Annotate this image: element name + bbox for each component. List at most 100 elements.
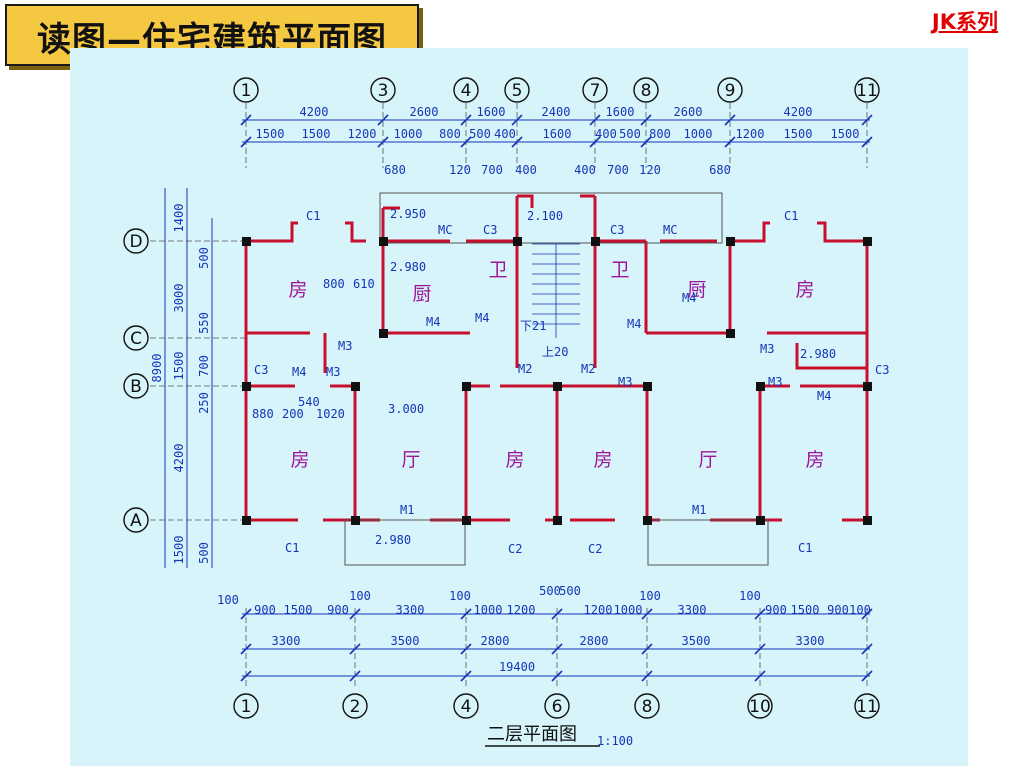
dim-text: 1500 xyxy=(172,536,186,565)
axis-label: 8 xyxy=(641,81,652,101)
dim-text: 800 xyxy=(323,277,345,291)
axis-bubble xyxy=(123,507,149,533)
dim-text: 500 xyxy=(469,127,491,141)
dim-tick xyxy=(861,608,873,620)
axis-bubble xyxy=(633,77,659,103)
elevation-mark: 2.100 xyxy=(527,209,563,223)
dim-text: 2400 xyxy=(542,105,571,119)
room-label: 卫 xyxy=(610,259,629,281)
axis-label: 7 xyxy=(590,81,601,101)
series-link[interactable]: JK系列 xyxy=(931,10,998,34)
dim-text: 8900 xyxy=(150,354,164,383)
dim-text: 3300 xyxy=(396,603,425,617)
dim-text: 3300 xyxy=(678,603,707,617)
dim-text: 1000 xyxy=(614,603,643,617)
component-label: M3 xyxy=(618,375,632,389)
axis-label: 1 xyxy=(241,81,252,101)
component-label: M3 xyxy=(768,375,782,389)
component-label: M3 xyxy=(338,339,352,353)
dim-tick xyxy=(240,643,252,655)
dim-tick xyxy=(551,608,563,620)
dim-text: 500 xyxy=(539,584,561,598)
dim-text: 1200 xyxy=(348,127,377,141)
component-label: M4 xyxy=(682,291,696,305)
dim-text: 100 xyxy=(449,589,471,603)
dim-tick xyxy=(641,643,653,655)
axis-label: 9 xyxy=(725,81,736,101)
dim-text: 540 xyxy=(298,395,320,409)
dim-tick xyxy=(641,670,653,682)
dim-text: 1020 xyxy=(316,407,345,421)
dim-text: 1000 xyxy=(684,127,713,141)
dim-text: 1500 xyxy=(784,127,813,141)
dim-text: 1500 xyxy=(831,127,860,141)
room-label: 厅 xyxy=(698,449,717,471)
dim-text: 1000 xyxy=(474,603,503,617)
room-label: 房 xyxy=(290,449,309,471)
dim-tick xyxy=(349,643,361,655)
axis-label: 2 xyxy=(350,697,361,717)
dim-text: 120 xyxy=(639,163,661,177)
axis-bubble xyxy=(634,693,660,719)
axis-label: 1 xyxy=(241,697,252,717)
dim-text: 100 xyxy=(639,589,661,603)
dim-tick xyxy=(589,136,601,148)
dim-tick xyxy=(240,114,252,126)
dim-text: 610 xyxy=(353,277,375,291)
dim-tick xyxy=(460,670,472,682)
axis-bubble xyxy=(123,325,149,351)
dim-tick xyxy=(754,608,766,620)
axis-bubble xyxy=(233,77,259,103)
component-label: M2 xyxy=(581,362,595,376)
component-label: M4 xyxy=(627,317,641,331)
component-label: MC xyxy=(663,223,677,237)
dim-text: 900 xyxy=(327,603,349,617)
dim-text: 500 xyxy=(197,247,211,269)
dim-text: 2600 xyxy=(410,105,439,119)
room-label: 厅 xyxy=(401,449,420,471)
dim-text: 1600 xyxy=(606,105,635,119)
dim-text: 1200 xyxy=(507,603,536,617)
component-label: C3 xyxy=(254,363,268,377)
axis-bubble xyxy=(370,77,396,103)
axis-bubble xyxy=(854,693,880,719)
dim-tick xyxy=(640,136,652,148)
dim-text: 400 xyxy=(595,127,617,141)
component-label: M1 xyxy=(692,503,706,517)
dim-text: 1000 xyxy=(394,127,423,141)
dim-tick xyxy=(240,670,252,682)
dim-text: 100 xyxy=(739,589,761,603)
dim-text: 3000 xyxy=(172,284,186,313)
dim-text: 1500 xyxy=(791,603,820,617)
component-label: M4 xyxy=(475,311,489,325)
dim-text: 1400 xyxy=(172,204,186,233)
dim-tick xyxy=(377,114,389,126)
dim-text: 700 xyxy=(481,163,503,177)
dim-tick xyxy=(349,670,361,682)
dim-text: 1200 xyxy=(584,603,613,617)
dim-tick xyxy=(377,136,389,148)
axis-bubble xyxy=(453,77,479,103)
dim-tick xyxy=(641,608,653,620)
dim-text: 1500 xyxy=(284,603,313,617)
axis-bubble xyxy=(747,693,773,719)
dim-tick xyxy=(754,643,766,655)
axis-label: 10 xyxy=(749,697,771,717)
axis-bubble xyxy=(342,693,368,719)
axis-bubble xyxy=(123,228,149,254)
dim-text: 500 xyxy=(559,584,581,598)
dim-tick xyxy=(861,643,873,655)
axis-label: 6 xyxy=(552,697,563,717)
plan-caption: 二层平面图 xyxy=(487,724,577,745)
dim-text: 880 xyxy=(252,407,274,421)
plan-scale: 1:100 xyxy=(597,734,633,748)
room-label: 房 xyxy=(795,279,814,301)
elevation-mark: 2.980 xyxy=(390,260,426,274)
axis-label: 4 xyxy=(461,81,472,101)
component-label: C3 xyxy=(610,223,624,237)
dim-text: 4200 xyxy=(784,105,813,119)
dim-tick xyxy=(511,114,523,126)
dim-text: 700 xyxy=(607,163,629,177)
elevation-mark: 2.980 xyxy=(375,533,411,547)
